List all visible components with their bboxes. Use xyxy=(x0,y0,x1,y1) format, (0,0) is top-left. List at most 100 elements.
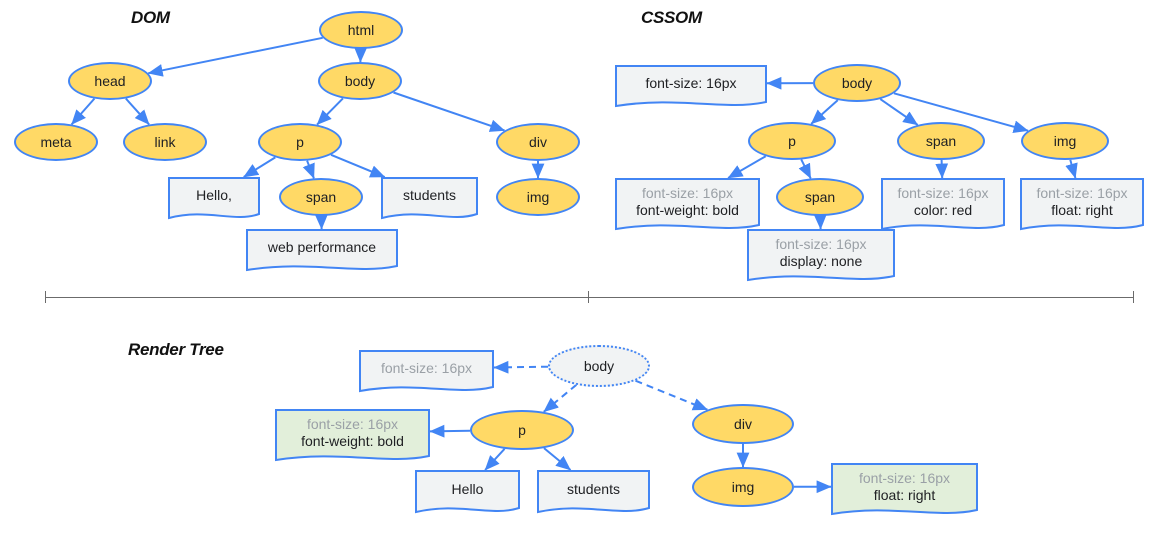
node-label: span xyxy=(925,133,957,149)
declaration: float: right xyxy=(873,486,936,503)
edge-dom-body-to-p xyxy=(316,97,344,126)
inherited-declaration: font-size: 16px xyxy=(775,235,867,252)
node-render-r_img: img xyxy=(692,467,794,507)
declaration: color: red xyxy=(913,201,973,218)
style-box-dom-webperf: web performance xyxy=(246,229,398,274)
node-label: span xyxy=(305,189,337,205)
edge-dom-p-to-hello xyxy=(243,156,276,178)
node-dom-html: html xyxy=(319,11,403,49)
edge-dom-p-to-span xyxy=(302,160,315,179)
node-label: p xyxy=(296,134,304,150)
node-label: p xyxy=(518,422,526,438)
node-render-r_p: p xyxy=(470,410,574,450)
edge-cssom-c_img-to-c_img_style xyxy=(1065,159,1078,179)
node-dom-img: img xyxy=(496,178,580,216)
node-cssom-c_body: body xyxy=(813,64,901,102)
edge-dom-head-to-link xyxy=(125,97,150,126)
style-box-label: font-size: 16px xyxy=(615,65,767,102)
section-divider xyxy=(45,297,1133,298)
style-box-render-r_students: students xyxy=(537,470,650,516)
node-dom-span: span xyxy=(279,178,363,216)
style-box-label: students xyxy=(381,177,478,214)
node-label: meta xyxy=(40,134,72,150)
divider-tick-center xyxy=(588,291,589,303)
edge-cssom-c_p-to-c_span2 xyxy=(798,159,812,179)
node-dom-link: link xyxy=(123,123,207,161)
declaration: Hello, xyxy=(196,187,232,203)
section-title-cssom: CSSOM xyxy=(641,8,702,27)
style-box-label: Hello, xyxy=(168,177,260,214)
inherited-declaration: font-size: 16px xyxy=(306,415,399,432)
style-box-cssom-c_body_style: font-size: 16px xyxy=(615,65,767,110)
node-label: img xyxy=(1053,133,1077,149)
edge-cssom-c_p-to-c_p_style xyxy=(727,155,767,179)
node-dom-head: head xyxy=(68,62,152,100)
declaration: float: right xyxy=(1051,201,1113,218)
declaration: students xyxy=(567,480,620,497)
declaration: font-size: 16px xyxy=(645,75,737,91)
edge-render-r_body-to-r_body_style xyxy=(493,360,549,374)
declaration: Hello xyxy=(451,480,484,497)
inherited-declaration: font-size: 16px xyxy=(641,184,734,201)
style-box-label: web performance xyxy=(246,229,398,266)
inherited-declaration: font-size: 16px xyxy=(897,184,989,201)
node-label: link xyxy=(154,134,176,150)
node-cssom-c_img: img xyxy=(1021,122,1109,160)
edge-render-r_body-to-r_p xyxy=(543,384,578,413)
edge-render-r_p-to-r_p_style xyxy=(429,424,471,438)
inherited-declaration: font-size: 16px xyxy=(380,360,473,376)
style-box-render-r_body_style: font-size: 16px xyxy=(359,350,494,395)
declaration: students xyxy=(403,187,456,203)
node-label: span xyxy=(804,189,836,205)
style-box-render-r_hello: Hello xyxy=(415,470,520,516)
node-dom-div: div xyxy=(496,123,580,161)
divider-tick-left xyxy=(45,291,46,303)
edge-dom-head-to-meta xyxy=(70,97,96,126)
inherited-declaration: font-size: 16px xyxy=(1036,184,1128,201)
edge-render-r_body-to-r_div xyxy=(635,379,708,411)
node-render-r_div: div xyxy=(692,404,794,444)
style-box-label: font-size: 16px xyxy=(359,350,494,387)
section-title-dom: DOM xyxy=(131,8,170,27)
edge-cssom-c_span-to-c_span_style xyxy=(935,159,949,179)
node-cssom-c_span2: span xyxy=(776,178,864,216)
node-render-r_body: body xyxy=(548,345,650,387)
node-dom-p: p xyxy=(258,123,342,161)
section-title-render-tree: Render Tree xyxy=(128,340,224,359)
inherited-declaration: font-size: 16px xyxy=(858,469,951,486)
node-label: body xyxy=(583,358,615,374)
edge-render-r_p-to-r_students xyxy=(543,447,572,471)
edge-dom-html-to-head xyxy=(147,36,323,77)
node-label: p xyxy=(788,133,796,149)
style-box-dom-hello: Hello, xyxy=(168,177,260,222)
node-label: div xyxy=(529,134,547,150)
node-cssom-c_p: p xyxy=(748,122,836,160)
declaration: font-weight: bold xyxy=(636,201,739,218)
node-label: div xyxy=(734,416,752,432)
node-cssom-c_span: span xyxy=(897,122,985,160)
node-label: body xyxy=(344,73,376,89)
declaration: display: none xyxy=(779,252,863,269)
edge-cssom-c_body-to-c_span xyxy=(879,98,919,126)
node-label: html xyxy=(347,22,375,38)
node-label: head xyxy=(94,73,126,89)
node-label: body xyxy=(841,75,873,91)
style-box-label: Hello xyxy=(415,470,520,508)
declaration: web performance xyxy=(267,239,377,255)
node-label: img xyxy=(526,189,550,205)
node-dom-body: body xyxy=(318,62,402,100)
edge-dom-body-to-div xyxy=(393,91,506,132)
node-label: img xyxy=(731,479,755,495)
